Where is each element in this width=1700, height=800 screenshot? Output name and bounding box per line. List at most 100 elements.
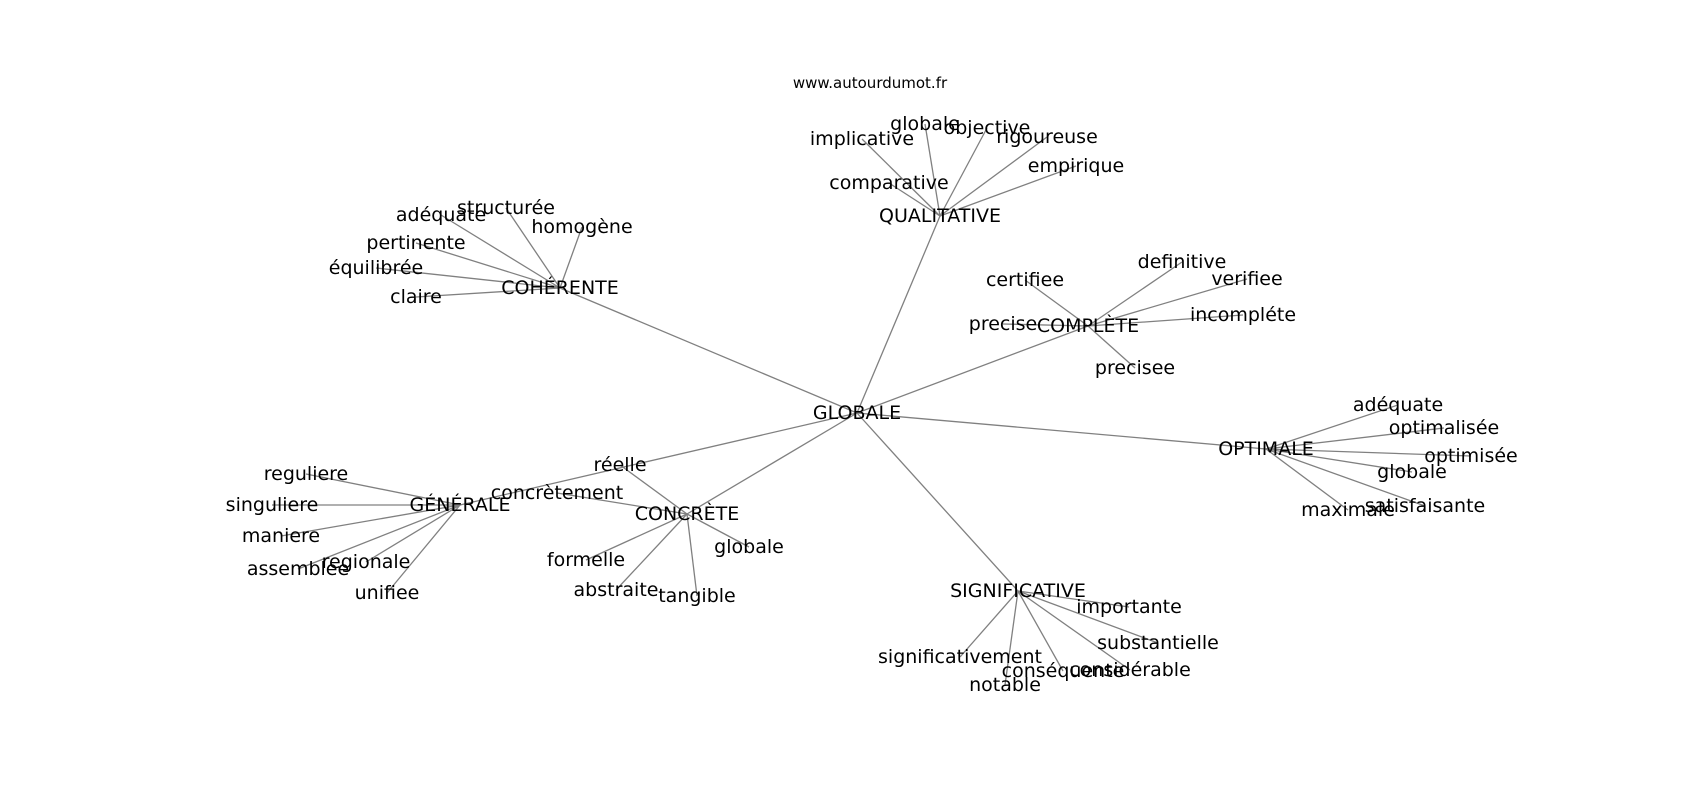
edge-center-qualitative xyxy=(856,215,941,414)
edge-generale-leaf xyxy=(305,473,461,506)
edge-center-optimale xyxy=(856,412,1267,450)
leaf-node-complete: certifiee xyxy=(986,269,1064,291)
edge-complete-leaf xyxy=(1087,278,1248,327)
leaf-node-coherente: structurée xyxy=(457,197,555,219)
leaf-node-qualitative: comparative xyxy=(829,172,948,194)
hub-node-qualitative: QUALITATIVE xyxy=(879,205,1001,227)
leaf-node-concrete: tangible xyxy=(658,585,736,607)
leaf-node-significative: conséquente xyxy=(1002,660,1125,682)
edge-generale-leaf xyxy=(297,504,461,570)
edge-significative-leaf xyxy=(1017,590,1064,672)
leaf-node-optimale: satisfaisante xyxy=(1365,495,1486,517)
hub-node-generale: GÉNÉRALE xyxy=(410,493,511,516)
leaf-node-generale: maniere xyxy=(242,525,320,547)
leaf-node-concrete: globale xyxy=(714,536,784,558)
leaf-node-optimale: adéquate xyxy=(1353,394,1443,416)
leaf-node-complete: precisee xyxy=(1095,357,1175,379)
edge-concrete-leaf xyxy=(686,513,698,597)
leaf-node-significative: significativement xyxy=(878,646,1042,668)
edge-optimale-leaf xyxy=(1265,448,1426,507)
edge-center-coherente xyxy=(559,287,858,414)
edge-coherente-leaf xyxy=(375,267,561,289)
leaf-node-significative: substantielle xyxy=(1097,632,1219,654)
edge-center-concrete xyxy=(686,412,858,515)
site-watermark: www.autourdumot.fr xyxy=(793,74,948,92)
leaf-node-qualitative: empirique xyxy=(1028,155,1124,177)
leaf-node-qualitative: globale xyxy=(890,113,960,135)
edge-qualitative-leaf xyxy=(924,123,941,217)
edge-optimale-leaf xyxy=(1265,448,1349,511)
leaf-node-significative: importante xyxy=(1076,596,1182,618)
edge-generale-leaf xyxy=(280,504,461,537)
edge-optimale-leaf xyxy=(1265,448,1413,473)
edge-complete-leaf xyxy=(1024,279,1089,327)
leaf-node-optimale: optimisée xyxy=(1424,445,1517,467)
edge-significative-leaf xyxy=(1017,590,1130,608)
hub-node-concrete: CONCRÈTE xyxy=(635,502,740,525)
edge-concrete-leaf xyxy=(619,464,688,515)
edge-complete-leaf xyxy=(1002,323,1089,327)
hub-node-complete: COMPLÈTE xyxy=(1037,314,1139,337)
leaf-node-concrete: abstraite xyxy=(574,579,659,601)
edge-qualitative-leaf xyxy=(888,182,941,217)
leaf-node-generale: singuliere xyxy=(226,494,319,516)
leaf-node-generale: assemblee xyxy=(247,558,349,580)
edge-qualitative-leaf xyxy=(861,138,941,217)
leaf-node-generale: reguliere xyxy=(264,463,349,485)
edge-significative-leaf xyxy=(1017,590,1131,671)
edge-qualitative-leaf xyxy=(939,127,988,217)
edge-significative-leaf xyxy=(959,590,1019,658)
edge-significative-leaf xyxy=(1004,590,1019,686)
leaf-node-generale: unifiee xyxy=(355,582,420,604)
edge-optimale-leaf xyxy=(1265,427,1445,450)
edge-qualitative-leaf xyxy=(939,136,1048,217)
leaf-node-complete: definitive xyxy=(1138,251,1227,273)
edge-coherente-leaf xyxy=(415,242,561,289)
edge-complete-leaf xyxy=(1087,325,1136,369)
leaf-node-coherente: homogène xyxy=(531,216,632,238)
edge-significative-leaf xyxy=(1017,590,1159,644)
leaf-node-significative: considérable xyxy=(1069,659,1191,681)
edge-optimale-leaf xyxy=(1265,404,1399,450)
leaf-node-significative: notable xyxy=(969,674,1041,696)
edge-center-complete xyxy=(856,325,1089,414)
leaf-node-coherente: pertinente xyxy=(366,232,465,254)
leaf-node-qualitative: implicative xyxy=(810,128,914,150)
center-node-label: GLOBALE xyxy=(813,402,901,424)
leaf-node-optimale: maximale xyxy=(1301,499,1395,521)
edge-complete-leaf xyxy=(1087,261,1183,327)
leaf-node-coherente: adéquate xyxy=(396,204,486,226)
edge-generale-leaf xyxy=(365,504,461,563)
edge-coherente-leaf xyxy=(415,287,561,298)
edge-center-generale xyxy=(459,412,858,506)
graph-labels: GLOBALEQUALITATIVEimplicativeglobaleobje… xyxy=(226,113,1518,696)
hub-node-coherente: COHÉRENTE xyxy=(501,276,619,299)
edge-coherente-leaf xyxy=(559,226,583,289)
edge-center-significative xyxy=(856,412,1019,592)
edge-complete-leaf xyxy=(1087,314,1244,327)
hub-node-optimale: OPTIMALE xyxy=(1218,438,1314,460)
hub-node-significative: SIGNIFICATIVE xyxy=(950,580,1086,602)
edge-qualitative-leaf xyxy=(939,165,1077,217)
edge-generale-leaf xyxy=(386,504,461,594)
edge-concrete-leaf xyxy=(686,513,750,548)
leaf-node-complete: incompléte xyxy=(1190,304,1296,326)
edge-concrete-leaf xyxy=(615,513,688,591)
leaf-node-concrete: formelle xyxy=(547,549,625,571)
leaf-node-concrete: réelle xyxy=(593,454,646,476)
leaf-node-coherente: claire xyxy=(390,286,442,308)
edge-coherente-leaf xyxy=(505,207,561,289)
graph-edges xyxy=(272,123,1472,686)
leaf-node-optimale: globale xyxy=(1377,461,1447,483)
leaf-node-concrete: concrètement xyxy=(491,482,623,504)
edge-concrete-leaf xyxy=(585,513,688,561)
edge-optimale-leaf xyxy=(1265,448,1472,457)
edge-concrete-leaf xyxy=(556,492,688,515)
leaf-node-qualitative: objective xyxy=(944,117,1031,139)
leaf-node-complete: precise xyxy=(969,313,1037,335)
leaf-node-coherente: équilibrée xyxy=(329,257,423,279)
leaf-node-generale: regionale xyxy=(322,551,411,573)
leaf-node-complete: verifiee xyxy=(1211,268,1282,290)
leaf-node-qualitative: rigoureuse xyxy=(996,126,1098,148)
